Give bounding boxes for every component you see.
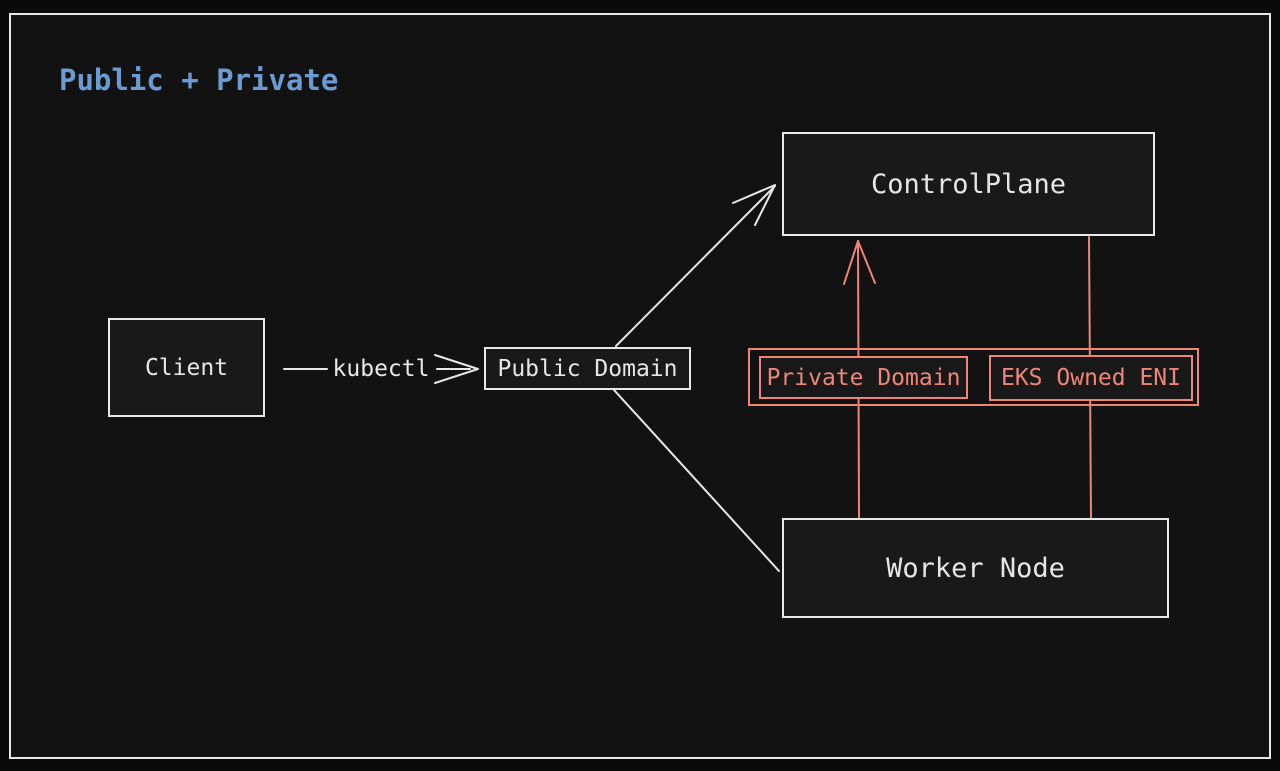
node-control-plane: ControlPlane	[782, 132, 1155, 236]
private-access-group	[748, 348, 1199, 406]
diagram-title: Public + Private	[59, 63, 339, 97]
edge-label-kubectl: kubectl	[332, 356, 430, 382]
node-worker-node: Worker Node	[782, 518, 1169, 618]
node-control-plane-label: ControlPlane	[870, 168, 1067, 200]
node-public-domain-label: Public Domain	[497, 355, 678, 382]
node-worker-node-label: Worker Node	[886, 552, 1065, 584]
node-eks-owned-eni-label: EKS Owned ENI	[1000, 365, 1181, 391]
node-client-label: Client	[144, 354, 229, 381]
node-eks-owned-eni: EKS Owned ENI	[989, 355, 1193, 401]
node-private-domain-label: Private Domain	[766, 364, 961, 391]
node-client: Client	[108, 318, 265, 417]
node-public-domain: Public Domain	[484, 347, 691, 390]
node-private-domain: Private Domain	[759, 356, 968, 399]
